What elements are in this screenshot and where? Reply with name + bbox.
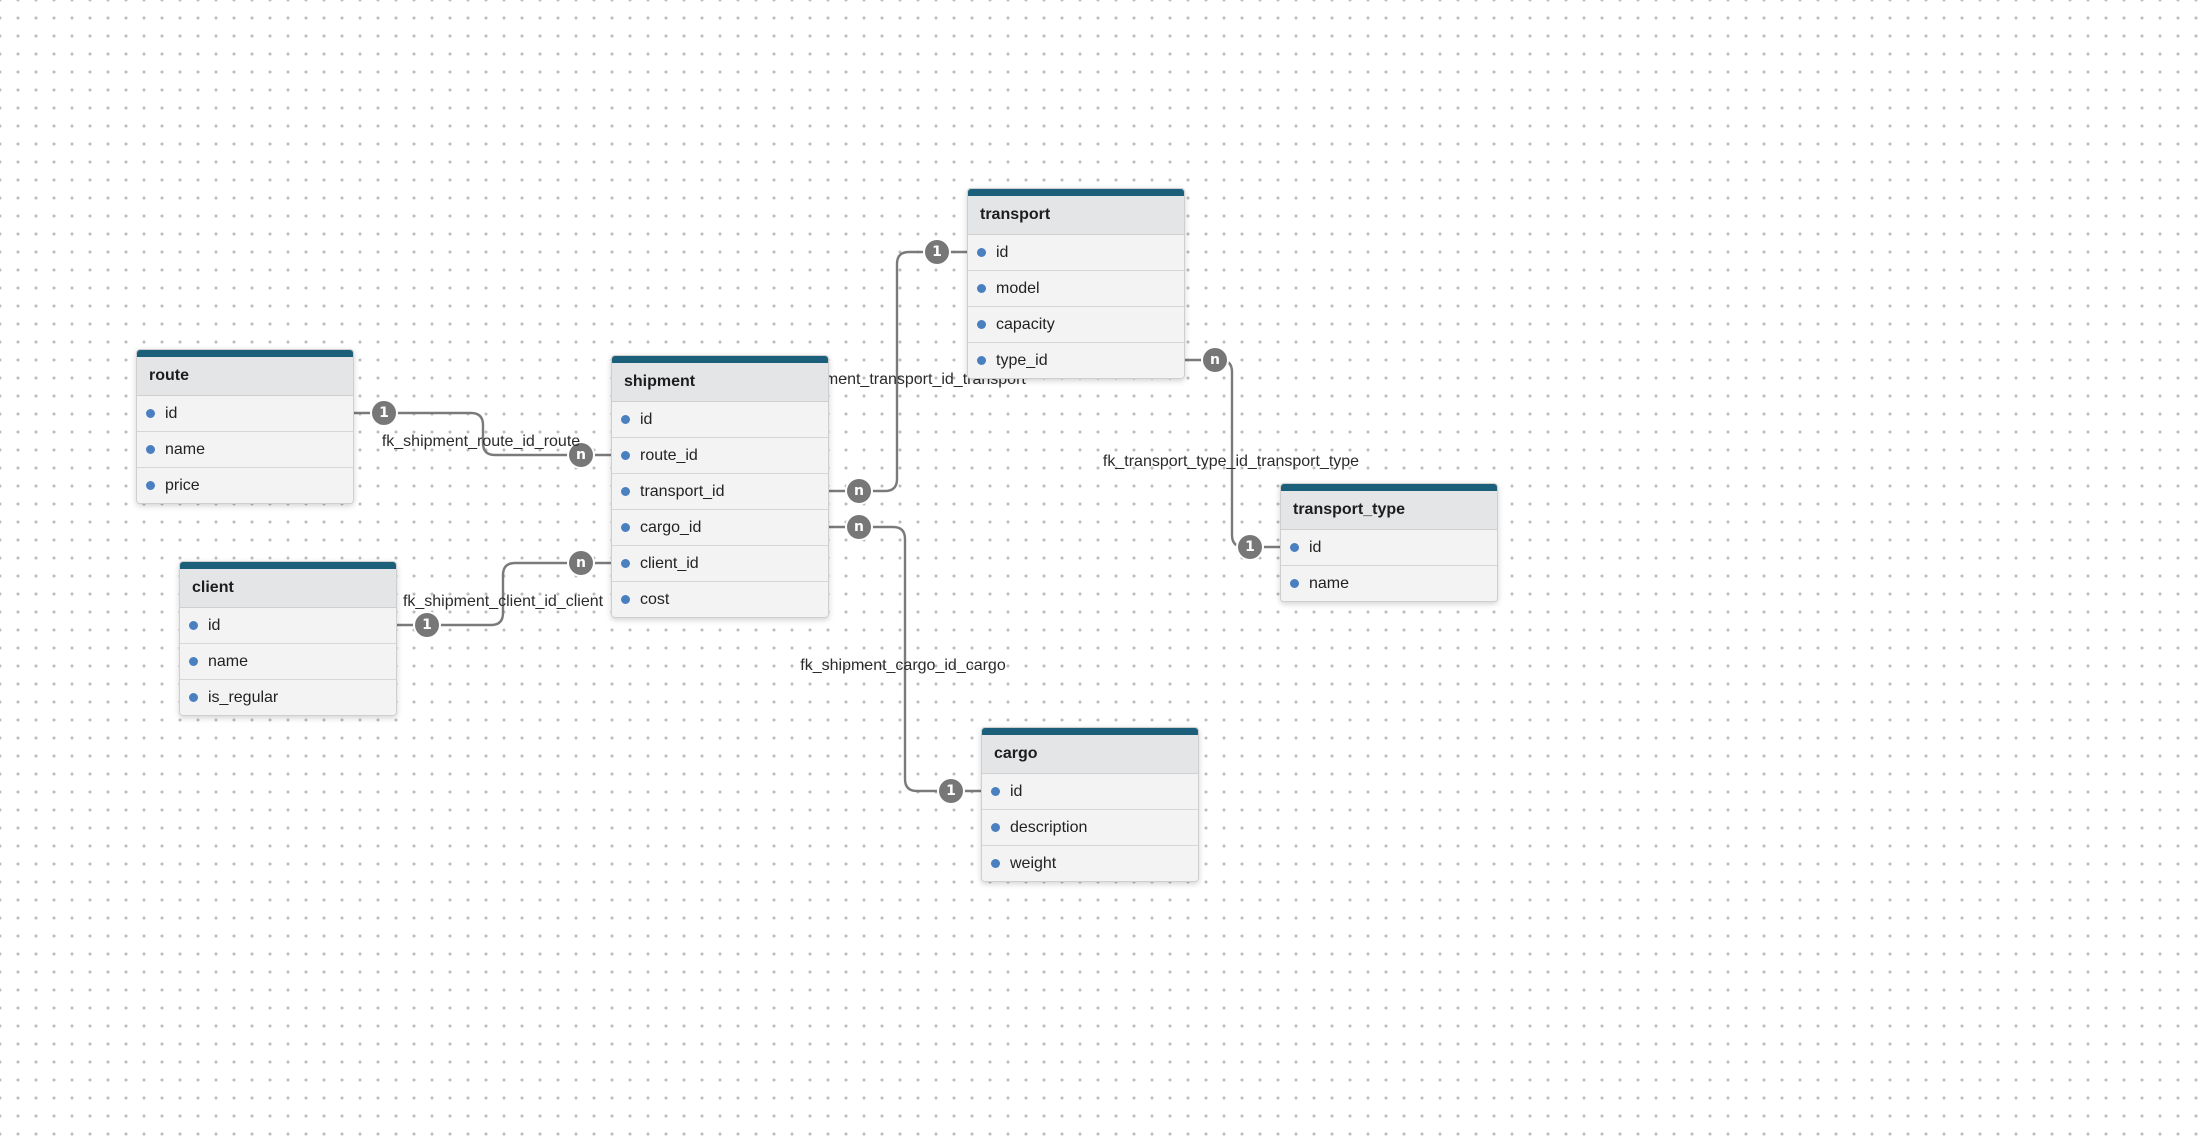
table-field-row[interactable]: id (982, 774, 1198, 810)
field-name: client_id (640, 555, 699, 572)
table-field-row[interactable]: description (982, 810, 1198, 846)
field-name: id (208, 617, 221, 634)
table-accent-bar (1281, 484, 1497, 491)
field-dot-icon (977, 320, 986, 329)
field-dot-icon (621, 559, 630, 568)
field-dot-icon (621, 595, 630, 604)
field-dot-icon (1290, 543, 1299, 552)
field-name: name (165, 441, 206, 458)
table-field-row[interactable]: id (612, 402, 828, 438)
table-field-row[interactable]: id (968, 235, 1184, 271)
relation-label[interactable]: fk_shipment_cargo_id_cargo (800, 657, 1006, 674)
field-dot-icon (991, 787, 1000, 796)
cardinality-many-badge: n (847, 515, 871, 539)
relation-label[interactable]: fk_shipment_client_id_client (402, 593, 604, 610)
field-name: id (1309, 539, 1322, 556)
field-dot-icon (1290, 579, 1299, 588)
field-dot-icon (977, 356, 986, 365)
table-accent-bar (137, 350, 353, 357)
table-title[interactable]: transport (968, 196, 1184, 235)
field-dot-icon (189, 693, 198, 702)
field-dot-icon (621, 523, 630, 532)
table-field-row[interactable]: model (968, 271, 1184, 307)
table-field-row[interactable]: id (180, 608, 396, 644)
field-dot-icon (189, 621, 198, 630)
field-name: cargo_id (640, 519, 702, 536)
table-client[interactable]: client id name is_regular (179, 561, 397, 716)
relation-label[interactable]: fk_shipment_route_id_route (381, 433, 581, 450)
field-dot-icon (621, 415, 630, 424)
field-dot-icon (146, 445, 155, 454)
table-field-row[interactable]: id (1281, 530, 1497, 566)
cardinality-many-badge: n (569, 551, 593, 575)
table-field-row[interactable]: transport_id (612, 474, 828, 510)
field-name: name (1309, 575, 1350, 592)
field-name: description (1010, 819, 1088, 836)
field-name: transport_id (640, 483, 725, 500)
table-field-row[interactable]: weight (982, 846, 1198, 881)
field-name: capacity (996, 316, 1055, 333)
table-field-row[interactable]: name (180, 644, 396, 680)
table-accent-bar (982, 728, 1198, 735)
field-dot-icon (621, 451, 630, 460)
table-title[interactable]: client (180, 569, 396, 608)
field-dot-icon (189, 657, 198, 666)
table-accent-bar (612, 356, 828, 363)
field-dot-icon (146, 481, 155, 490)
table-accent-bar (968, 189, 1184, 196)
table-cargo[interactable]: cargo id description weight (981, 727, 1199, 882)
field-dot-icon (977, 248, 986, 257)
table-field-row[interactable]: cost (612, 582, 828, 617)
cardinality-many-badge: n (847, 479, 871, 503)
table-title[interactable]: transport_type (1281, 491, 1497, 530)
table-field-row[interactable]: type_id (968, 343, 1184, 378)
table-field-row[interactable]: name (1281, 566, 1497, 601)
field-dot-icon (621, 487, 630, 496)
table-field-row[interactable]: capacity (968, 307, 1184, 343)
table-field-row[interactable]: id (137, 396, 353, 432)
cardinality-one-badge: 1 (372, 401, 396, 425)
cardinality-one-badge: 1 (939, 779, 963, 803)
field-name: weight (1010, 855, 1057, 872)
table-field-row[interactable]: is_regular (180, 680, 396, 715)
cardinality-one-badge: 1 (415, 613, 439, 637)
field-name: type_id (996, 352, 1048, 369)
field-name: is_regular (208, 689, 279, 706)
table-title[interactable]: shipment (612, 363, 828, 402)
cardinality-many-badge: n (1203, 348, 1227, 372)
table-field-row[interactable]: price (137, 468, 353, 503)
table-accent-bar (180, 562, 396, 569)
cardinality-one-badge: 1 (925, 240, 949, 264)
field-name: cost (640, 591, 670, 608)
field-name: route_id (640, 447, 698, 464)
field-name: id (996, 244, 1009, 261)
field-dot-icon (991, 859, 1000, 868)
table-transport[interactable]: transport id model capacity type_id (967, 188, 1185, 379)
table-field-row[interactable]: client_id (612, 546, 828, 582)
field-name: price (165, 477, 200, 494)
table-field-row[interactable]: cargo_id (612, 510, 828, 546)
table-title[interactable]: cargo (982, 735, 1198, 774)
field-name: id (640, 411, 653, 428)
field-name: id (1010, 783, 1023, 800)
cardinality-one-badge: 1 (1238, 535, 1262, 559)
field-name: model (996, 280, 1040, 297)
table-field-row[interactable]: route_id (612, 438, 828, 474)
relation-label[interactable]: fk_transport_type_id_transport_type (1102, 453, 1360, 470)
field-name: id (165, 405, 178, 422)
table-title[interactable]: route (137, 357, 353, 396)
field-name: name (208, 653, 249, 670)
table-route[interactable]: route id name price (136, 349, 354, 504)
table-field-row[interactable]: name (137, 432, 353, 468)
field-dot-icon (146, 409, 155, 418)
field-dot-icon (977, 284, 986, 293)
field-dot-icon (991, 823, 1000, 832)
